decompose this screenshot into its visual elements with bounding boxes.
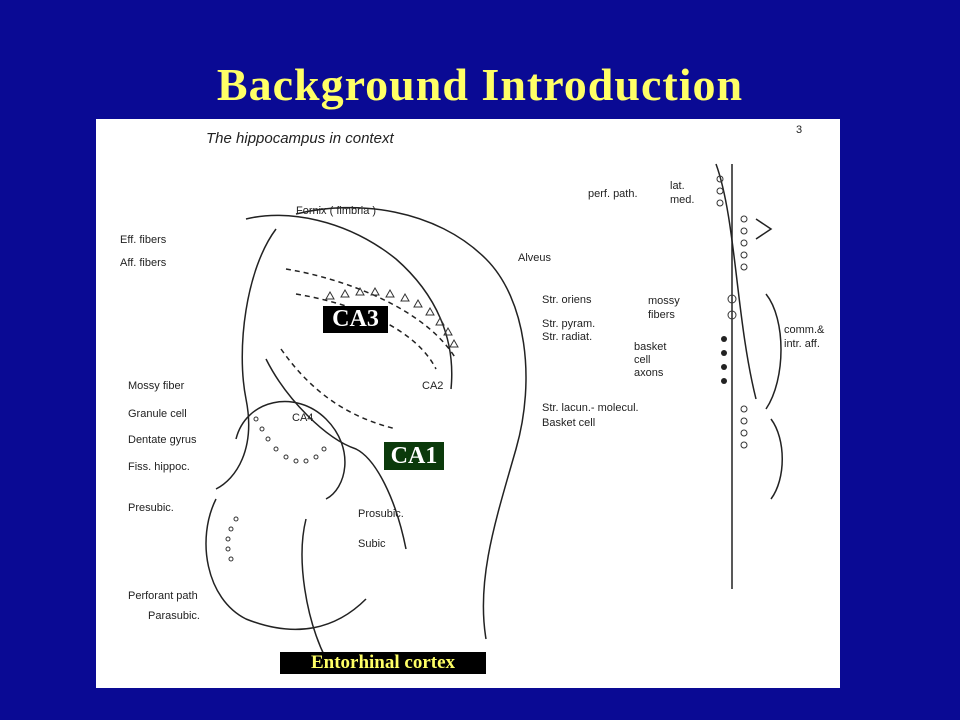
pyramidal-cells: [325, 286, 459, 348]
basket-axon-dots: [721, 336, 727, 384]
label-mossy-fiber: Mossy fiber: [128, 380, 185, 392]
hippocampus-diagram: The hippocampus in context 3 Fornix ( fi…: [120, 124, 825, 660]
label-perforant-path: Perforant path: [128, 590, 198, 602]
bracket-1: [755, 218, 773, 240]
label-granule-cell: Granule cell: [128, 408, 187, 420]
entorhinal-contour: [301, 518, 327, 660]
label-ca4: CA4: [292, 412, 313, 424]
label-fiss-hippoc: Fiss. hippoc.: [128, 461, 190, 473]
hippocampus-figure: The hippocampus in context 3 Fornix ( fi…: [96, 119, 840, 688]
label-cell: cell: [634, 354, 651, 366]
ca1-label: CA1: [384, 442, 444, 470]
ca3-label: CA3: [323, 306, 388, 333]
slide-title: Background Introduction: [216, 59, 744, 110]
entorhinal-cortex-label: Entorhinal cortex: [280, 652, 486, 674]
label-eff-fibers: Eff. fibers: [120, 234, 167, 246]
granule-cell-dots: [225, 416, 327, 562]
page-number: 3: [796, 124, 802, 136]
label-presubic: Presubic.: [128, 502, 174, 514]
label-dentate-gyrus: Dentate gyrus: [128, 434, 197, 446]
bracket-2: [765, 293, 782, 410]
label-med: med.: [670, 194, 694, 206]
label-parasubic: Parasubic.: [148, 610, 200, 622]
label-intr-aff: intr. aff.: [784, 338, 820, 350]
label-perf-path: perf. path.: [588, 188, 638, 200]
label-subic: Subic: [358, 538, 386, 550]
label-lat: lat.: [670, 180, 685, 192]
ca-field-contour: [265, 358, 407, 550]
label-basket: basket: [634, 341, 666, 353]
alveus-contour: [245, 214, 453, 390]
label-axons: axons: [634, 367, 664, 379]
label-ca2: CA2: [422, 380, 443, 392]
dentate-outer-contour: [215, 228, 277, 490]
label-str-lacun: Str. lacun.- molecul.: [542, 402, 639, 414]
fiber-curve: [715, 163, 757, 400]
label-fornix: Fornix ( fimbria ): [296, 205, 376, 217]
stratum-dashed-2: [295, 293, 437, 370]
outer-contour: [295, 206, 527, 640]
stratum-dashed-3: [280, 348, 397, 430]
label-alveus: Alveus: [518, 252, 552, 264]
label-prosubic: Prosubic.: [358, 508, 404, 520]
subiculum-contour: [205, 498, 367, 631]
label-str-radiat: Str. radiat.: [542, 331, 592, 343]
label-fibers: fibers: [648, 309, 675, 321]
label-str-pyram: Str. pyram.: [542, 318, 595, 330]
label-mossy: mossy: [648, 295, 680, 307]
bracket-3: [770, 418, 783, 500]
label-str-oriens: Str. oriens: [542, 294, 592, 306]
label-aff-fibers: Aff. fibers: [120, 257, 167, 269]
label-basket-cell: Basket cell: [542, 417, 595, 429]
synapse-circles: [716, 175, 748, 449]
label-comm: comm.&: [784, 324, 825, 336]
dentate-loop: [235, 400, 346, 500]
stratum-dashed-1: [285, 268, 457, 360]
figure-title: The hippocampus in context: [206, 130, 394, 147]
